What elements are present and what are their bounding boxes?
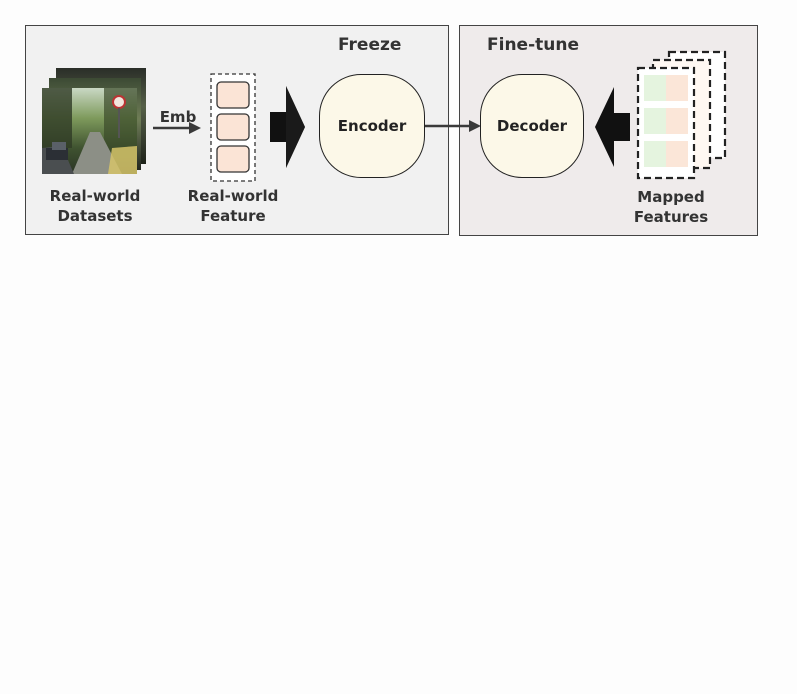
feature-label-line1: Real-world [187,187,279,205]
datasets-label-line2: Datasets [57,207,133,225]
block-arrow-right-icon [270,86,305,168]
freeze-title: Freeze [338,35,402,55]
street-scene-image [42,88,137,174]
mapped-features-stack [636,50,727,180]
emb-arrow-icon [153,122,201,134]
feature-label-line2: Feature [200,207,266,225]
block-arrow-left-icon [595,87,630,167]
encoder-to-decoder-arrow-icon [425,120,481,132]
emb-label: Emb [159,108,197,126]
mapped-label-line2: Features [633,208,709,226]
mapped-label-line1: Mapped [637,188,705,206]
finetune-title: Fine-tune [487,35,579,55]
encoder-node: Encoder [319,74,425,178]
real-world-feature-stack [210,73,256,182]
datasets-label-line1: Real-world [49,187,141,205]
decoder-node: Decoder [480,74,584,178]
